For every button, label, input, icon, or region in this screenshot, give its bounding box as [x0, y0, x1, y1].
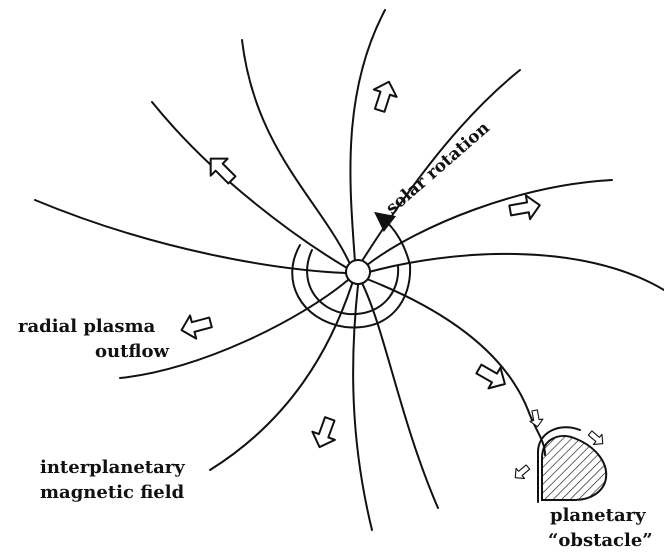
outflow-arrow-icon [473, 359, 511, 395]
imf-label-line1: interplanetary [40, 457, 185, 478]
solar-rotation-label: solar rotation [382, 118, 494, 219]
field-line [353, 285, 372, 530]
planetary-label-line2: “obstacle” [548, 530, 653, 551]
radial-plasma-label-line2: outflow [95, 341, 170, 362]
sun [346, 260, 370, 284]
outflow-arrows [178, 78, 607, 483]
planetary-label-line1: planetary [550, 505, 646, 526]
field-line [362, 283, 438, 508]
field-line [367, 279, 545, 455]
field-line [350, 10, 385, 262]
small-outflow-arrow-icon [511, 462, 532, 483]
outflow-arrow-icon [178, 311, 213, 342]
field-line [152, 102, 347, 268]
outflow-arrow-icon [308, 415, 341, 451]
imf-label-line2: magnetic field [40, 482, 185, 503]
outflow-arrow-icon [202, 150, 240, 188]
field-line [369, 254, 664, 290]
radial-plasma-label-line1: radial plasma [18, 316, 156, 337]
outflow-arrow-icon [368, 78, 400, 114]
field-line [242, 40, 350, 264]
